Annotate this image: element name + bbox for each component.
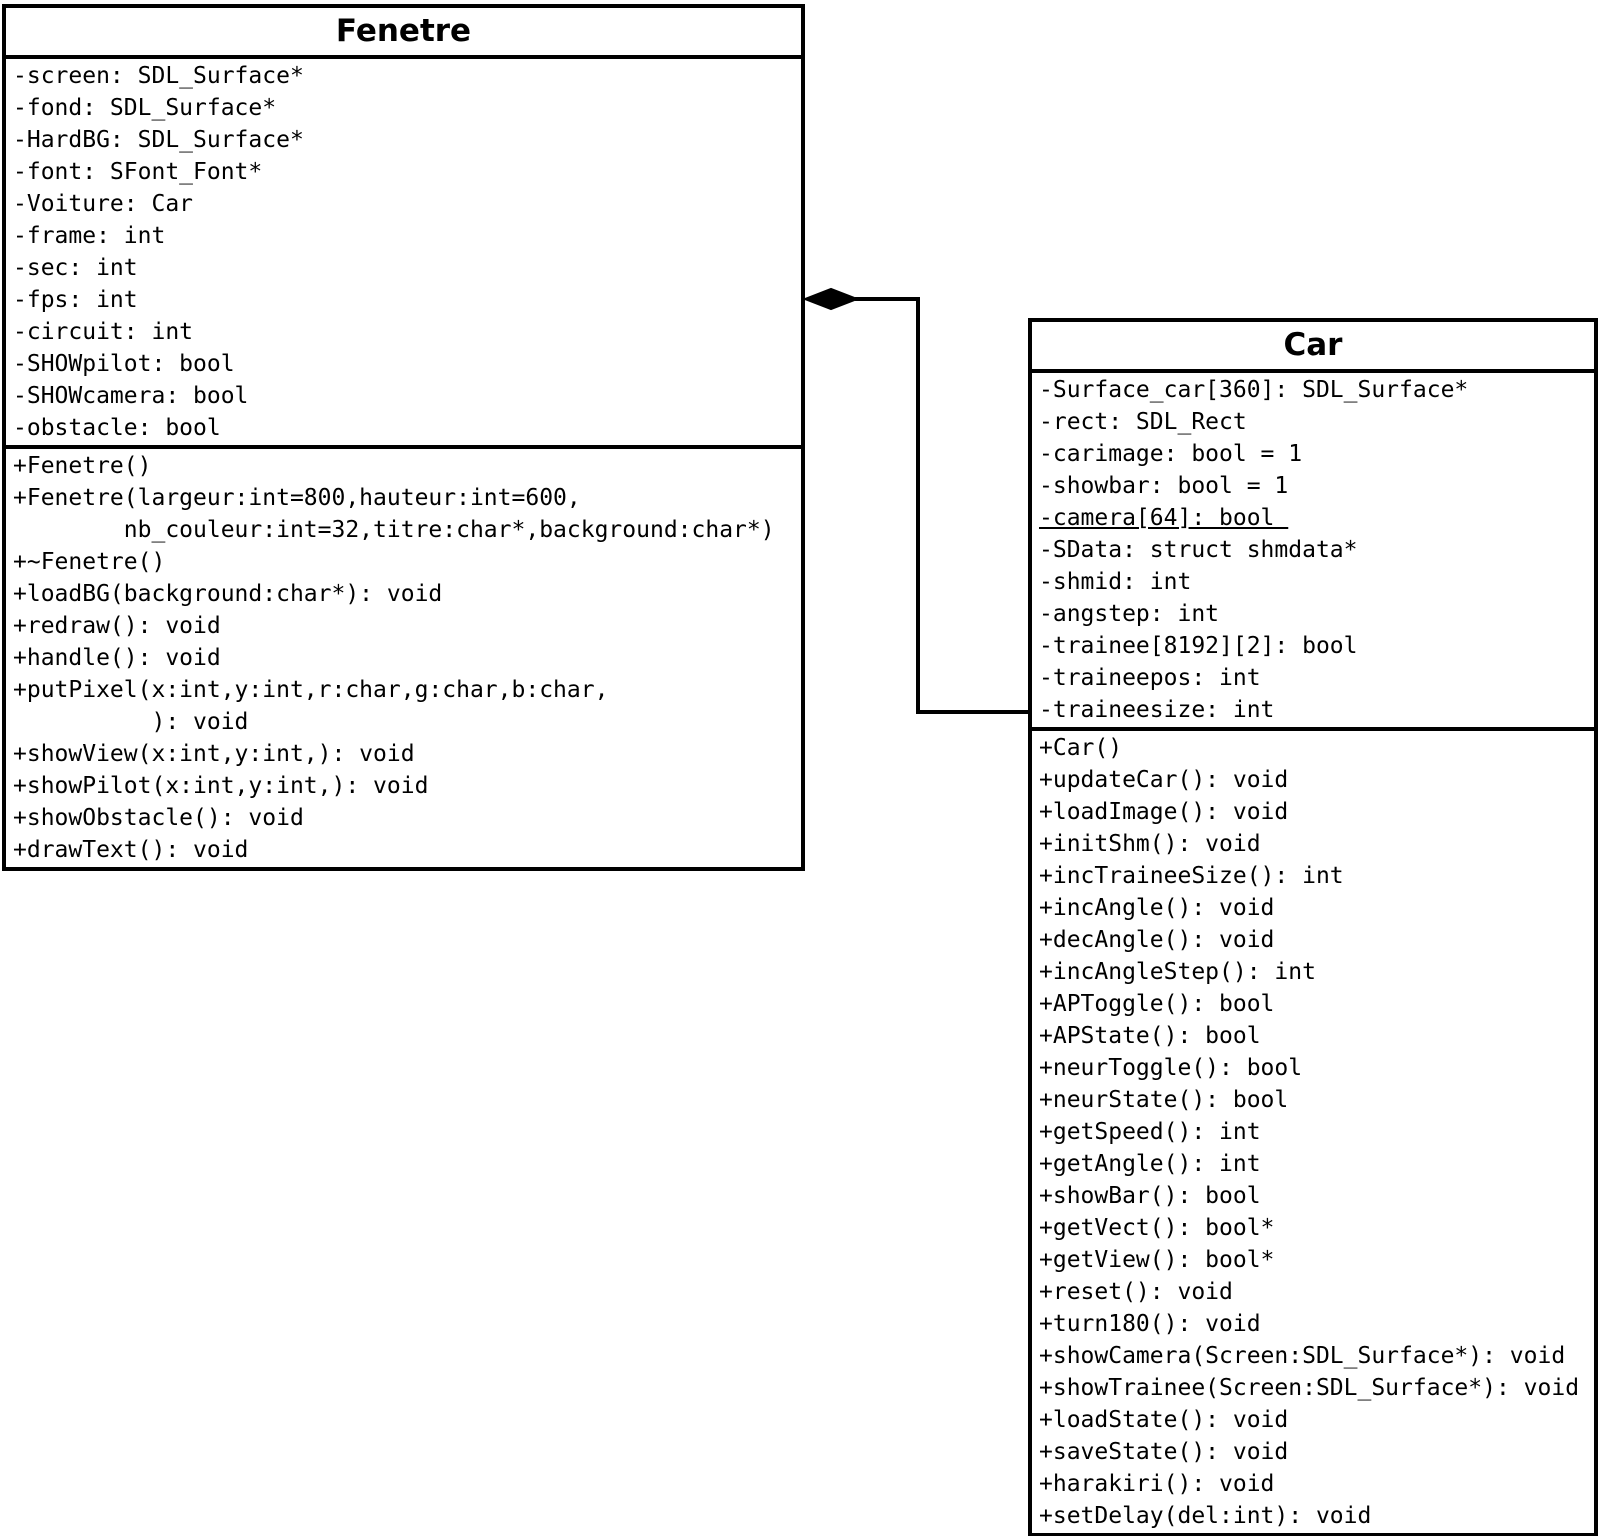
attribute-row: -camera[64]: bool — [1039, 505, 1289, 531]
attribute-row: -Surface_car[360]: SDL_Surface* — [1039, 377, 1469, 403]
attribute-row: -circuit: int — [13, 319, 194, 345]
attribute-row: -traineesize: int — [1039, 697, 1275, 723]
attribute-row: -SHOWpilot: bool — [13, 351, 235, 377]
attribute-row: -screen: SDL_Surface* — [13, 63, 304, 89]
method-row: +loadBG(background:char*): void — [13, 581, 443, 607]
attribute-row: -sec: int — [13, 255, 138, 281]
method-row: +neurToggle(): bool — [1039, 1055, 1303, 1081]
method-row: +handle(): void — [13, 645, 221, 671]
method-row: +updateCar(): void — [1039, 767, 1289, 793]
method-row: +loadState(): void — [1039, 1407, 1289, 1433]
method-row: +showCamera(Screen:SDL_Surface*): void — [1039, 1343, 1566, 1369]
method-row: +getVect(): bool* — [1039, 1215, 1275, 1241]
attribute-row: -carimage: bool = 1 — [1039, 441, 1303, 467]
attribute-row: -fps: int — [13, 287, 138, 313]
method-row: +showView(x:int,y:int,): void — [13, 741, 415, 767]
method-row: +incAngleStep(): int — [1039, 959, 1316, 985]
method-row: +APToggle(): bool — [1039, 991, 1275, 1017]
attribute-row: -fond: SDL_Surface* — [13, 95, 277, 121]
attribute-row: -font: SFont_Font* — [13, 159, 263, 185]
attribute-row: -SData: struct shmdata* — [1039, 537, 1358, 563]
car-attributes-section: -Surface_car[360]: SDL_Surface* -rect: SD… — [1032, 373, 1594, 731]
method-row: +showTrainee(Screen:SDL_Surface*): void — [1039, 1375, 1580, 1401]
attribute-row: -angstep: int — [1039, 601, 1220, 627]
method-row: +loadImage(): void — [1039, 799, 1289, 825]
attribute-row: -obstacle: bool — [13, 415, 221, 441]
connector-line — [855, 297, 1028, 714]
method-row: +initShm(): void — [1039, 831, 1261, 857]
method-row: +getAngle(): int — [1039, 1151, 1261, 1177]
method-row: +decAngle(): void — [1039, 927, 1275, 953]
method-row: +redraw(): void — [13, 613, 221, 639]
fenetre-methods-section: +Fenetre() +Fenetre(largeur:int=800,haute… — [6, 449, 801, 867]
method-row: +showBar(): bool — [1039, 1183, 1261, 1209]
method-row: +neurState(): bool — [1039, 1087, 1289, 1113]
fenetre-attributes-section: -screen: SDL_Surface* -fond: SDL_Surface*… — [6, 59, 801, 449]
class-title-car: Car — [1032, 322, 1594, 373]
class-box-fenetre: Fenetre -screen: SDL_Surface* -fond: SDL_… — [2, 4, 805, 871]
attribute-row: -HardBG: SDL_Surface* — [13, 127, 304, 153]
attribute-row: -frame: int — [13, 223, 166, 249]
method-row: +showPilot(x:int,y:int,): void — [13, 773, 429, 799]
attribute-row: -Voiture: Car — [13, 191, 194, 217]
method-row: +Fenetre(largeur:int=800,hauteur:int=600… — [13, 485, 775, 543]
method-row: +incAngle(): void — [1039, 895, 1275, 921]
method-row: +putPixel(x:int,y:int,r:char,g:char,b:ch… — [13, 677, 609, 735]
method-row: +getView(): bool* — [1039, 1247, 1275, 1273]
method-row: +reset(): void — [1039, 1279, 1233, 1305]
method-row: +getSpeed(): int — [1039, 1119, 1261, 1145]
class-title-fenetre: Fenetre — [6, 8, 801, 59]
method-row: +APState(): bool — [1039, 1023, 1261, 1049]
method-row: +setDelay(del:int): void — [1039, 1503, 1372, 1529]
method-row: +harakiri(): void — [1039, 1471, 1275, 1497]
method-row: +showObstacle(): void — [13, 805, 304, 831]
method-row: +Car() — [1039, 735, 1123, 761]
attribute-row: -trainee[8192][2]: bool — [1039, 633, 1358, 659]
attribute-row: -rect: SDL_Rect — [1039, 409, 1247, 435]
method-row: +turn180(): void — [1039, 1311, 1261, 1337]
car-methods-section: +Car() +updateCar(): void +loadImage(): vo… — [1032, 731, 1594, 1533]
composition-diamond-icon — [802, 287, 860, 311]
method-row: +saveState(): void — [1039, 1439, 1289, 1465]
attribute-row: -shmid: int — [1039, 569, 1192, 595]
attribute-row: -SHOWcamera: bool — [13, 383, 249, 409]
method-row: +Fenetre() — [13, 453, 152, 479]
class-box-car: Car -Surface_car[360]: SDL_Surface* -rect… — [1028, 318, 1598, 1536]
attribute-row: -traineepos: int — [1039, 665, 1261, 691]
method-row: +~Fenetre() — [13, 549, 166, 575]
method-row: +incTraineeSize(): int — [1039, 863, 1344, 889]
attribute-row: -showbar: bool = 1 — [1039, 473, 1289, 499]
method-row: +drawText(): void — [13, 837, 249, 863]
